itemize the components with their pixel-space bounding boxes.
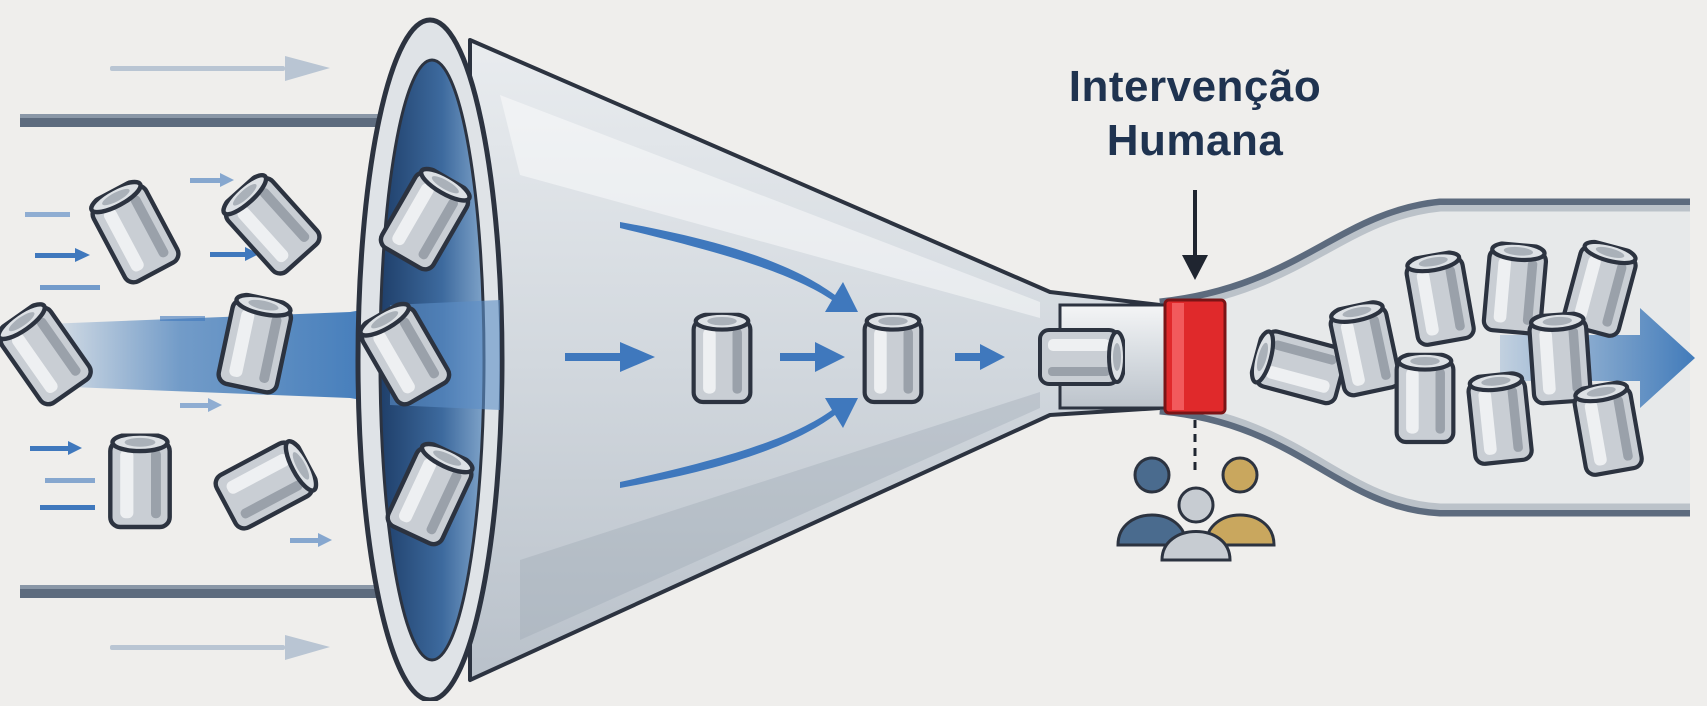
soda-can-icon (1040, 330, 1125, 384)
label-line-2: Humana (1010, 114, 1380, 168)
label-line-1: Intervenção (1010, 60, 1380, 114)
input-cans (0, 162, 478, 547)
soda-can-icon (86, 175, 182, 285)
soda-can-icon (212, 436, 322, 532)
intervention-label: Intervenção Humana (1010, 60, 1380, 168)
soda-can-icon (1397, 353, 1454, 442)
soda-can-icon (694, 313, 751, 402)
down-arrow-icon (1182, 190, 1208, 280)
soda-can-icon (1467, 370, 1533, 465)
soda-can-icon (110, 434, 169, 528)
soda-can-icon (217, 168, 324, 277)
soda-can-icon (865, 313, 922, 402)
people-group-icon (1118, 458, 1274, 560)
bottleneck-band (1165, 300, 1225, 413)
soda-can-icon (0, 297, 95, 408)
